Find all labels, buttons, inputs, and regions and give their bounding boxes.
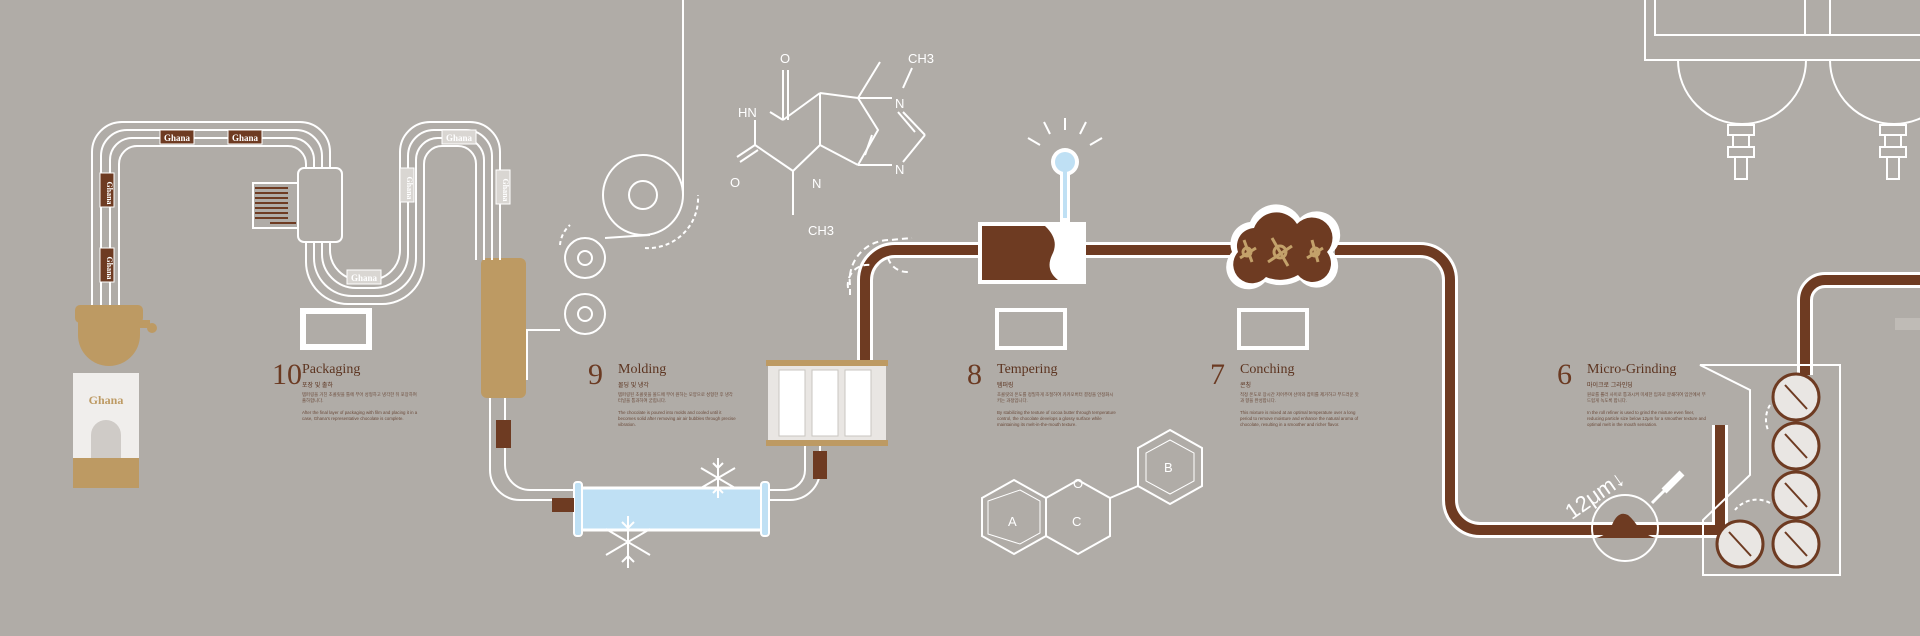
svg-text:Ghana: Ghana xyxy=(351,273,378,283)
step-title: Packaging xyxy=(302,362,361,377)
step-image-frame xyxy=(302,310,370,348)
caffeine-bonds xyxy=(858,67,926,166)
svg-text:Ghana: Ghana xyxy=(105,181,114,204)
snowflake-icon xyxy=(605,458,736,568)
step-korean: 콘칭 xyxy=(1240,383,1252,389)
ring-oxygen-label: O xyxy=(1073,476,1083,491)
packaging-box: Ghana xyxy=(73,305,157,488)
svg-text:Ghana: Ghana xyxy=(232,133,259,143)
step-number: 10 xyxy=(272,358,302,391)
step-title: Conching xyxy=(1240,362,1295,377)
molecule-o-top: O xyxy=(780,51,790,66)
bar: Ghana xyxy=(495,169,511,205)
molecule-ch3-top: CH3 xyxy=(908,51,934,66)
step-text-ko: 초콜릿의 온도를 정밀하게 조절하여 카카오버터 결정을 안정화시키는 과정입니… xyxy=(997,392,1114,403)
bar: Ghana xyxy=(399,167,415,203)
step-text-en: After the final layer of packaging with … xyxy=(302,410,418,421)
step-text-ko: 템퍼링된 초콜릿을 몰드에 부어 원하는 모양으로 성형한 후 냉각 터널을 통… xyxy=(618,392,733,403)
step-korean: 템퍼링 xyxy=(997,383,1014,389)
step-text-ko: 원료를 롤러 사이로 통과시켜 미세한 입자로 분쇄하여 입안에서 부드럽게 녹… xyxy=(1587,392,1706,403)
molecule-n3: N xyxy=(812,176,821,191)
bar: Ghana xyxy=(99,172,115,208)
step-korean: 마이크로 그라인딩 xyxy=(1587,383,1633,389)
conching-tank xyxy=(1226,204,1341,350)
molding-press xyxy=(766,360,888,479)
bar: Ghana xyxy=(159,129,195,145)
step-number: 8 xyxy=(967,358,982,391)
step-title: Tempering xyxy=(997,362,1058,377)
molecule-n2: N xyxy=(895,162,904,177)
ring-a-label: A xyxy=(1008,514,1017,529)
packaging-sealer xyxy=(297,167,343,243)
molecule-ch3-bottom: CH3 xyxy=(808,223,834,238)
step-title: Molding xyxy=(618,362,667,377)
molecule-hn: HN xyxy=(738,105,757,120)
caffeine-molecule xyxy=(736,61,881,215)
svg-text:Ghana: Ghana xyxy=(164,133,191,143)
tank-machinery xyxy=(1644,0,1920,180)
step-korean: 포장 및 출하 xyxy=(302,383,333,389)
step-title: Micro-Grinding xyxy=(1587,362,1677,377)
packaging-conveyor xyxy=(91,121,501,310)
svg-text:Ghana: Ghana xyxy=(405,176,414,199)
step-korean: 몰딩 및 냉각 xyxy=(618,383,649,389)
step-number: 9 xyxy=(588,358,603,391)
bar: Ghana xyxy=(227,129,263,145)
molecule-n1: N xyxy=(895,96,904,111)
cooling-tube xyxy=(552,481,770,537)
bar: Ghana xyxy=(99,247,115,283)
svg-text:Ghana: Ghana xyxy=(501,178,510,201)
ring-c-label: C xyxy=(1072,514,1081,529)
bar: Ghana xyxy=(441,129,477,145)
film-rolls xyxy=(559,0,700,335)
step-text-en: By stabilizing the texture of cocoa butt… xyxy=(997,410,1116,427)
ring-b-label: B xyxy=(1164,460,1173,475)
step-text-ko: 적정 온도로 장시간 저어주며 산미와 잡미를 제거하고 부드러운 맛과 향을 … xyxy=(1240,392,1359,403)
step-text-ko: 템퍼링을 거친 초콜릿을 틀에 부어 성형하고 냉각한 뒤 포장하여 출하합니다… xyxy=(302,392,417,403)
step-text-en: The chocolate is poured into molds and c… xyxy=(618,410,736,427)
step-number: 6 xyxy=(1557,358,1572,391)
flavonoid-structure xyxy=(981,428,1203,556)
svg-text:Ghana: Ghana xyxy=(105,256,114,279)
tempering-unit xyxy=(978,118,1103,350)
step-text-en: This mixture is mixed at an optimal temp… xyxy=(1240,410,1359,427)
box-brand: Ghana xyxy=(89,393,124,407)
edge-tab xyxy=(1895,318,1920,330)
film-sheet xyxy=(252,182,299,229)
chocolate-bars: Ghana Ghana Ghana Ghana Ghana Ghana Ghan… xyxy=(99,129,511,285)
step-number: 7 xyxy=(1210,358,1225,391)
molecule-o-left: O xyxy=(730,175,740,190)
step-text-en: In the roll refiner is used to grind the… xyxy=(1587,410,1706,427)
packaging-column xyxy=(481,258,526,448)
svg-text:Ghana: Ghana xyxy=(446,133,473,143)
bar: Ghana xyxy=(346,269,382,285)
